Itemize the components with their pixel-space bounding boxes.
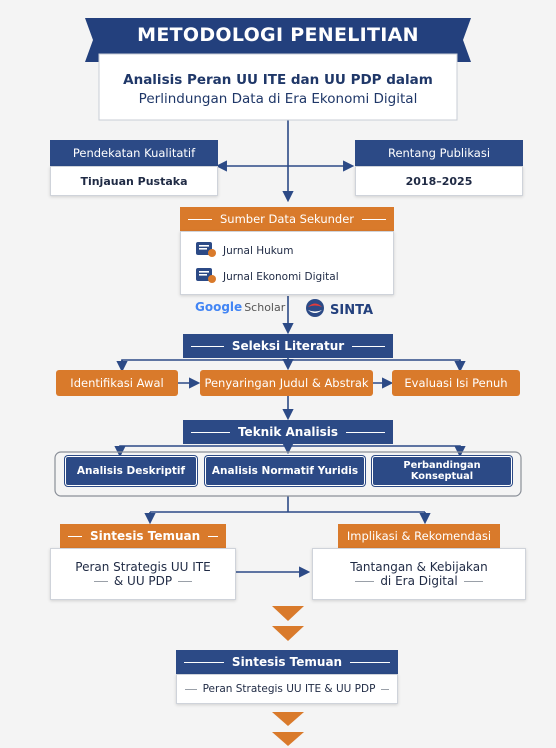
implications-value-line1: Tantangan & Kebijakan [350, 560, 488, 574]
subtitle: Analisis Peran UU ITE dan UU PDP dalam P… [99, 60, 457, 120]
sources-list: Jurnal Hukum Jurnal Ekonomi Digital [180, 231, 394, 295]
synthesis-value: Peran Strategis UU ITE & UU PDP [50, 548, 236, 600]
approach-value: Tinjauan Pustaka [50, 166, 218, 196]
selection-branch-line [121, 359, 461, 368]
final-value-text: Peran Strategis UU ITE & UU PDP [202, 683, 376, 695]
sources-card: Sumber Data Sekunder Jurnal Hukum Jurnal… [180, 207, 394, 295]
document-badge-icon [195, 239, 217, 263]
sinta-logo: SINTA [304, 298, 373, 322]
sources-label: Sumber Data Sekunder [219, 212, 355, 226]
value-rule-right [381, 688, 390, 690]
selection-step-evaluation: Evaluasi Isi Penuh [392, 370, 520, 396]
value-rule-right [178, 580, 193, 582]
final-value: Peran Strategis UU ITE & UU PDP [176, 674, 398, 704]
scholar-wordmark: Scholar [244, 300, 286, 314]
google-scholar-logo: Google Scholar [195, 300, 285, 314]
source-item: Jurnal Hukum [195, 238, 393, 264]
header-rule-right [352, 345, 386, 347]
final-label: Sintesis Temuan [231, 655, 343, 669]
subtitle-line-2: Perlindungan Data di Era Ekonomi Digital [138, 91, 418, 107]
final-synthesis-card: Sintesis Temuan Peran Strategis UU ITE &… [176, 650, 398, 704]
method-conceptual: Perbandingan Konseptual [372, 456, 512, 486]
chevron-down-icon [272, 626, 304, 641]
source-label: Jurnal Ekonomi Digital [223, 271, 339, 283]
page-title: METODOLOGI PENELITIAN [137, 24, 419, 46]
selection-header: Seleksi Literatur [183, 334, 393, 358]
analysis-header: Teknik Analisis [183, 420, 393, 444]
banner-shape [85, 18, 471, 121]
header-rule-left [184, 661, 224, 663]
header-rule-right [362, 218, 386, 220]
method-normative: Analisis Normatif Yuridis [205, 456, 365, 486]
chevron-down-icon [272, 712, 304, 726]
method-descriptive: Analisis Deskriptif [65, 456, 197, 486]
sinta-wordmark: SINTA [330, 302, 373, 318]
implications-value-line2: di Era Digital [380, 574, 458, 588]
synthesis-value-line2: & UU PDP [113, 574, 173, 588]
value-rule-right [463, 580, 483, 582]
header-rule-left [188, 218, 212, 220]
chevron-down-icon [272, 732, 304, 746]
approach-card: Pendekatan Kualitatif Tinjauan Pustaka [50, 140, 218, 196]
synthesis-value-line1: Peran Strategis UU ITE [75, 560, 211, 574]
analysis-branch-line [119, 445, 461, 452]
synthesis-label: Sintesis Temuan [90, 529, 201, 543]
publication-header: Rentang Publikasi [355, 140, 523, 166]
implications-value-row: di Era Digital [349, 574, 489, 588]
selection-label: Seleksi Literatur [231, 339, 345, 353]
sources-header: Sumber Data Sekunder [180, 207, 394, 231]
value-rule-left [93, 580, 108, 582]
subtitle-line-1: Analisis Peran UU ITE dan UU PDP dalam [123, 72, 433, 88]
header-rule-left [191, 431, 230, 433]
approach-header: Pendekatan Kualitatif [50, 140, 218, 166]
sinta-globe-icon [304, 298, 326, 322]
implications-value: Tantangan & Kebijakan di Era Digital [312, 548, 526, 600]
selection-step-identify: Identifikasi Awal [56, 370, 178, 396]
value-rule-left [184, 688, 197, 690]
header-rule-right [350, 661, 391, 663]
implications-header: Implikasi & Rekomendasi [338, 524, 500, 548]
final-header: Sintesis Temuan [176, 650, 398, 674]
synthesis-header: Sintesis Temuan [60, 524, 226, 548]
publication-card: Rentang Publikasi 2018–2025 [355, 140, 523, 196]
synthesis-value-row: & UU PDP [88, 574, 198, 588]
analysis-label: Teknik Analisis [237, 425, 339, 439]
google-wordmark: Google [195, 300, 243, 314]
implications-card: Implikasi & Rekomendasi Tantangan & Kebi… [312, 524, 526, 600]
header-rule-right [208, 535, 218, 537]
source-label: Jurnal Hukum [223, 245, 294, 257]
publication-value: 2018–2025 [355, 166, 523, 196]
header-rule-right [346, 431, 386, 433]
value-rule-left [355, 580, 375, 582]
header-rule-left [191, 345, 224, 347]
source-item: Jurnal Ekonomi Digital [195, 264, 393, 290]
analysis-split-line [150, 496, 425, 513]
document-badge-icon [195, 265, 217, 289]
chevron-down-icons [272, 606, 304, 746]
header-rule-left [68, 535, 82, 537]
header-banner: METODOLOGI PENELITIAN Analisis Peran UU … [85, 14, 471, 134]
synthesis-card: Sintesis Temuan Peran Strategis UU ITE &… [50, 524, 236, 600]
chevron-down-icon [272, 606, 304, 621]
analysis-group-frame [54, 451, 522, 497]
selection-step-screening: Penyaringan Judul & Abstrak [200, 370, 373, 396]
